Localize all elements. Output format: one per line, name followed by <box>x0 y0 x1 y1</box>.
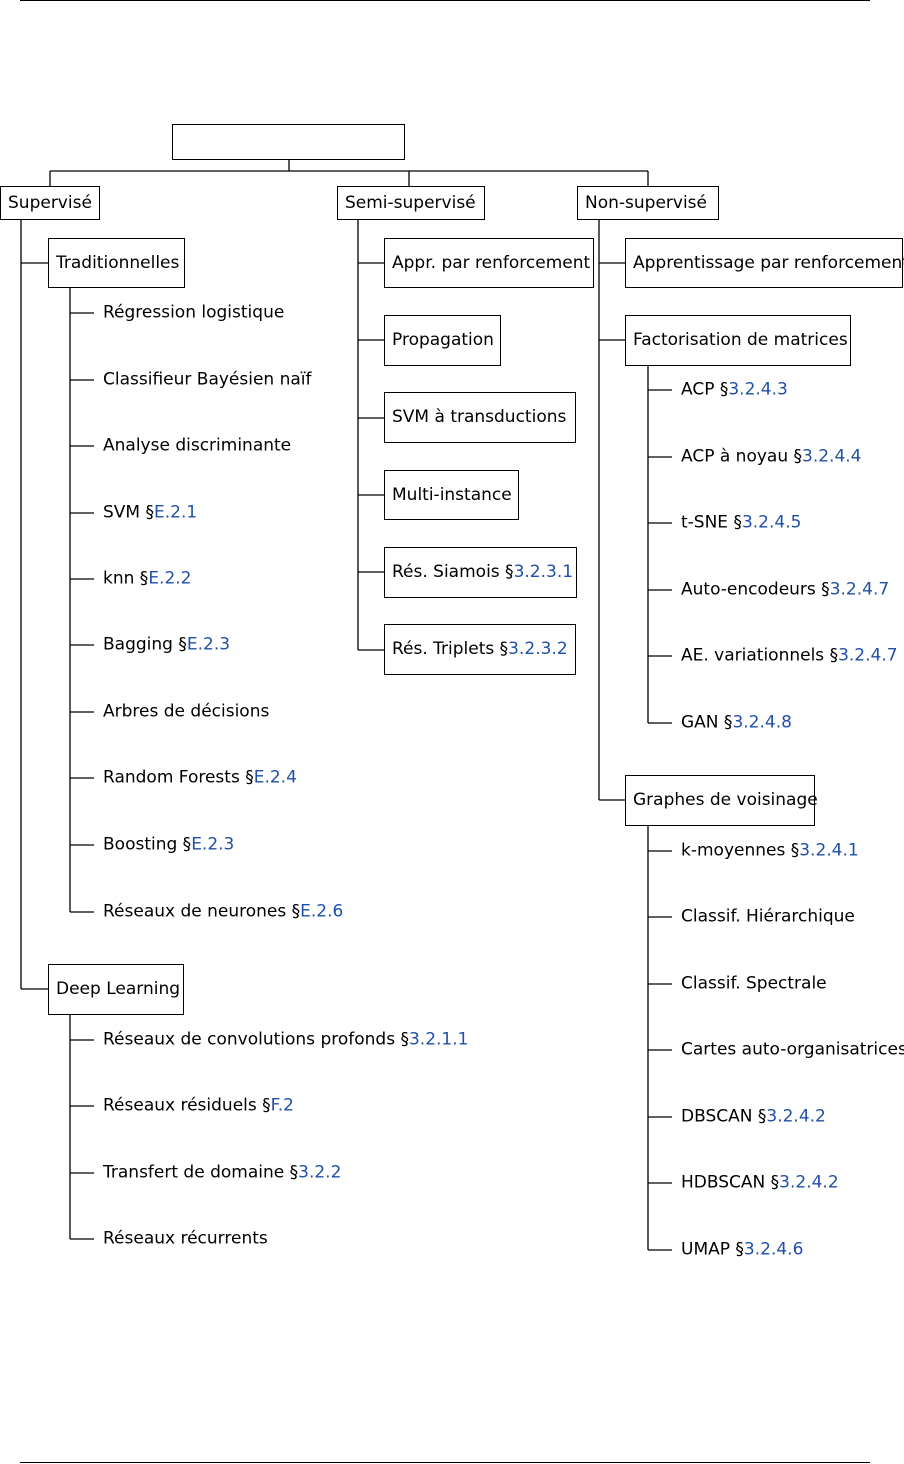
leaf-reseaux-recurrents: Réseaux récurrents <box>103 1228 268 1249</box>
leaf-classifieur-bayesien: Classifieur Bayésien naïf <box>103 369 312 390</box>
group-deep-learning: Deep Learning <box>48 964 184 1015</box>
category-supervise: Supervisé <box>0 186 100 220</box>
leaf-tsne: t-SNE §3.2.4.5 <box>681 512 802 533</box>
leaf-transfert-domaine: Transfert de domaine §3.2.2 <box>103 1162 342 1183</box>
group-graphes-voisinage: Graphes de voisinage <box>625 775 818 826</box>
leaf-hdbscan: HDBSCAN §3.2.4.2 <box>681 1172 839 1193</box>
leaf-convolutions-profonds: Réseaux de convolutions profonds §3.2.1.… <box>103 1029 469 1050</box>
leaf-bagging: Bagging §E.2.3 <box>103 634 231 655</box>
category-semi-supervise: Semi-supervisé <box>337 186 485 220</box>
root-node <box>172 124 405 160</box>
top-rule <box>20 0 870 1</box>
semi-item-propagation: Propagation <box>384 315 501 366</box>
leaf-analyse-discriminante: Analyse discriminante <box>103 435 292 456</box>
leaf-svm: SVM §E.2.1 <box>103 502 198 523</box>
group-traditionnelles: Traditionnelles <box>48 238 185 288</box>
leaf-acp-noyau: ACP à noyau §3.2.4.4 <box>681 446 862 467</box>
leaf-classif-spectrale: Classif. Spectrale <box>681 973 827 994</box>
leaf-classif-hierarchique: Classif. Hiérarchique <box>681 906 855 927</box>
semi-item-svm-transductions: SVM à transductions <box>384 392 576 443</box>
leaf-random-forests: Random Forests §E.2.4 <box>103 767 297 788</box>
group-apprentissage-renforcement: Apprentissage par renforcement <box>625 238 904 288</box>
leaf-umap: UMAP §3.2.4.6 <box>681 1239 804 1260</box>
leaf-ae-variationnels: AE. variationnels §3.2.4.7 <box>681 645 898 666</box>
leaf-arbres-decisions: Arbres de décisions <box>103 701 270 722</box>
leaf-cartes-auto-organisatrices: Cartes auto-organisatrices <box>681 1039 904 1060</box>
semi-item-multi-instance: Multi-instance <box>384 470 519 520</box>
leaf-reseaux-residuels: Réseaux résiduels §F.2 <box>103 1095 294 1116</box>
leaf-boosting: Boosting §E.2.3 <box>103 834 235 855</box>
bottom-rule <box>20 1462 870 1463</box>
leaf-k-moyennes: k-moyennes §3.2.4.1 <box>681 840 859 861</box>
group-factorisation-matrices: Factorisation de matrices <box>625 315 851 366</box>
leaf-auto-encodeurs: Auto-encodeurs §3.2.4.7 <box>681 579 890 600</box>
semi-item-res-triplets: Rés. Triplets §3.2.3.2 <box>384 624 576 675</box>
semi-item-appr-renforcement: Appr. par renforcement <box>384 238 594 288</box>
leaf-knn: knn §E.2.2 <box>103 568 192 589</box>
leaf-acp: ACP §3.2.4.3 <box>681 379 788 400</box>
leaf-dbscan: DBSCAN §3.2.4.2 <box>681 1106 826 1127</box>
semi-item-res-siamois: Rés. Siamois §3.2.3.1 <box>384 547 577 598</box>
leaf-gan: GAN §3.2.4.8 <box>681 712 792 733</box>
category-non-supervise: Non-supervisé <box>577 186 719 220</box>
leaf-reseaux-neurones: Réseaux de neurones §E.2.6 <box>103 901 344 922</box>
leaf-regression-logistique: Régression logistique <box>103 302 285 323</box>
